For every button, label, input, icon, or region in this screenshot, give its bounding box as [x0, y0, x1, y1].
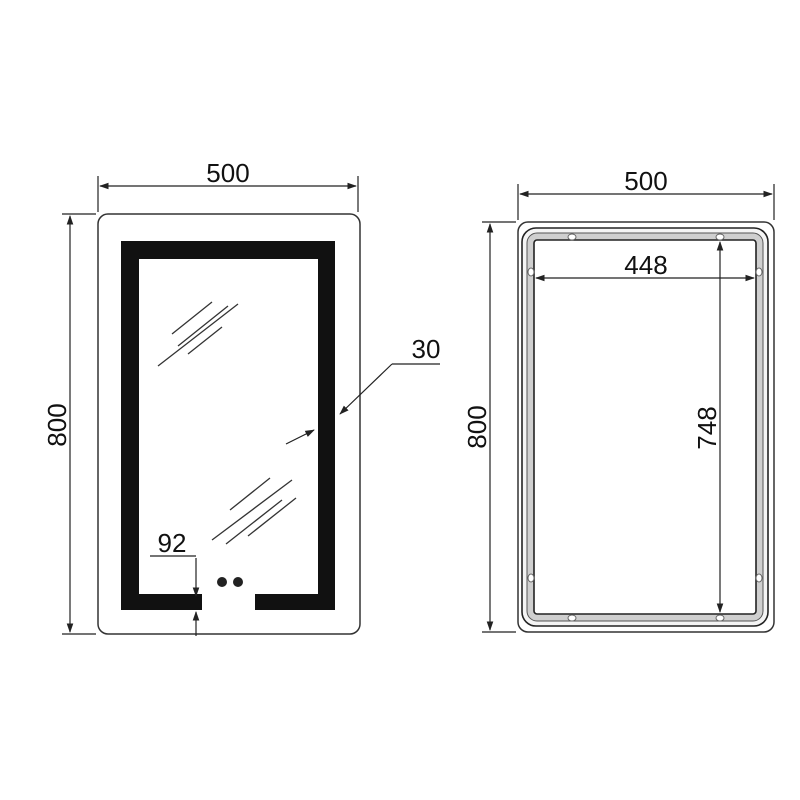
front-height-dimension: 800 [42, 213, 96, 635]
mount-hole-left-bottom-icon [527, 573, 535, 583]
touch-switch-left-icon [217, 577, 227, 587]
back-height-dimension: 800 [462, 221, 516, 633]
inner-height-dimension: 748 [692, 241, 724, 613]
mount-hole-left-top-icon [527, 267, 535, 277]
inner-height-label: 748 [692, 406, 722, 449]
front-width-label: 500 [206, 158, 249, 188]
back-width-dimension: 500 [517, 166, 775, 220]
glare-marks-bottom [211, 477, 297, 545]
border-width-label: 30 [412, 334, 441, 364]
mount-hole-top-right-icon [715, 233, 725, 241]
touch-switch-right-icon [233, 577, 243, 587]
mount-hole-bottom-left-icon [567, 614, 577, 622]
mount-hole-right-bottom-icon [755, 573, 763, 583]
gap-dimension: 92 [150, 528, 200, 636]
front-view: 500 800 30 92 [42, 158, 440, 636]
back-frame-inner [533, 239, 757, 615]
mount-hole-top-left-icon [567, 233, 577, 241]
glare-marks-top [157, 301, 239, 367]
mounting-holes [527, 233, 763, 622]
front-mirror-outline [97, 213, 361, 635]
back-mirror-outline [517, 221, 775, 633]
back-view: 500 800 448 748 [462, 166, 775, 633]
mount-hole-bottom-right-icon [715, 614, 725, 622]
inner-width-label: 448 [624, 250, 667, 280]
border-width-dimension: 30 [285, 334, 441, 445]
back-width-label: 500 [624, 166, 667, 196]
front-width-dimension: 500 [97, 158, 359, 212]
led-band [121, 241, 335, 610]
gap-label: 92 [158, 528, 187, 558]
back-height-label: 800 [462, 405, 492, 448]
mount-hole-right-top-icon [755, 267, 763, 277]
front-height-label: 800 [42, 403, 72, 446]
